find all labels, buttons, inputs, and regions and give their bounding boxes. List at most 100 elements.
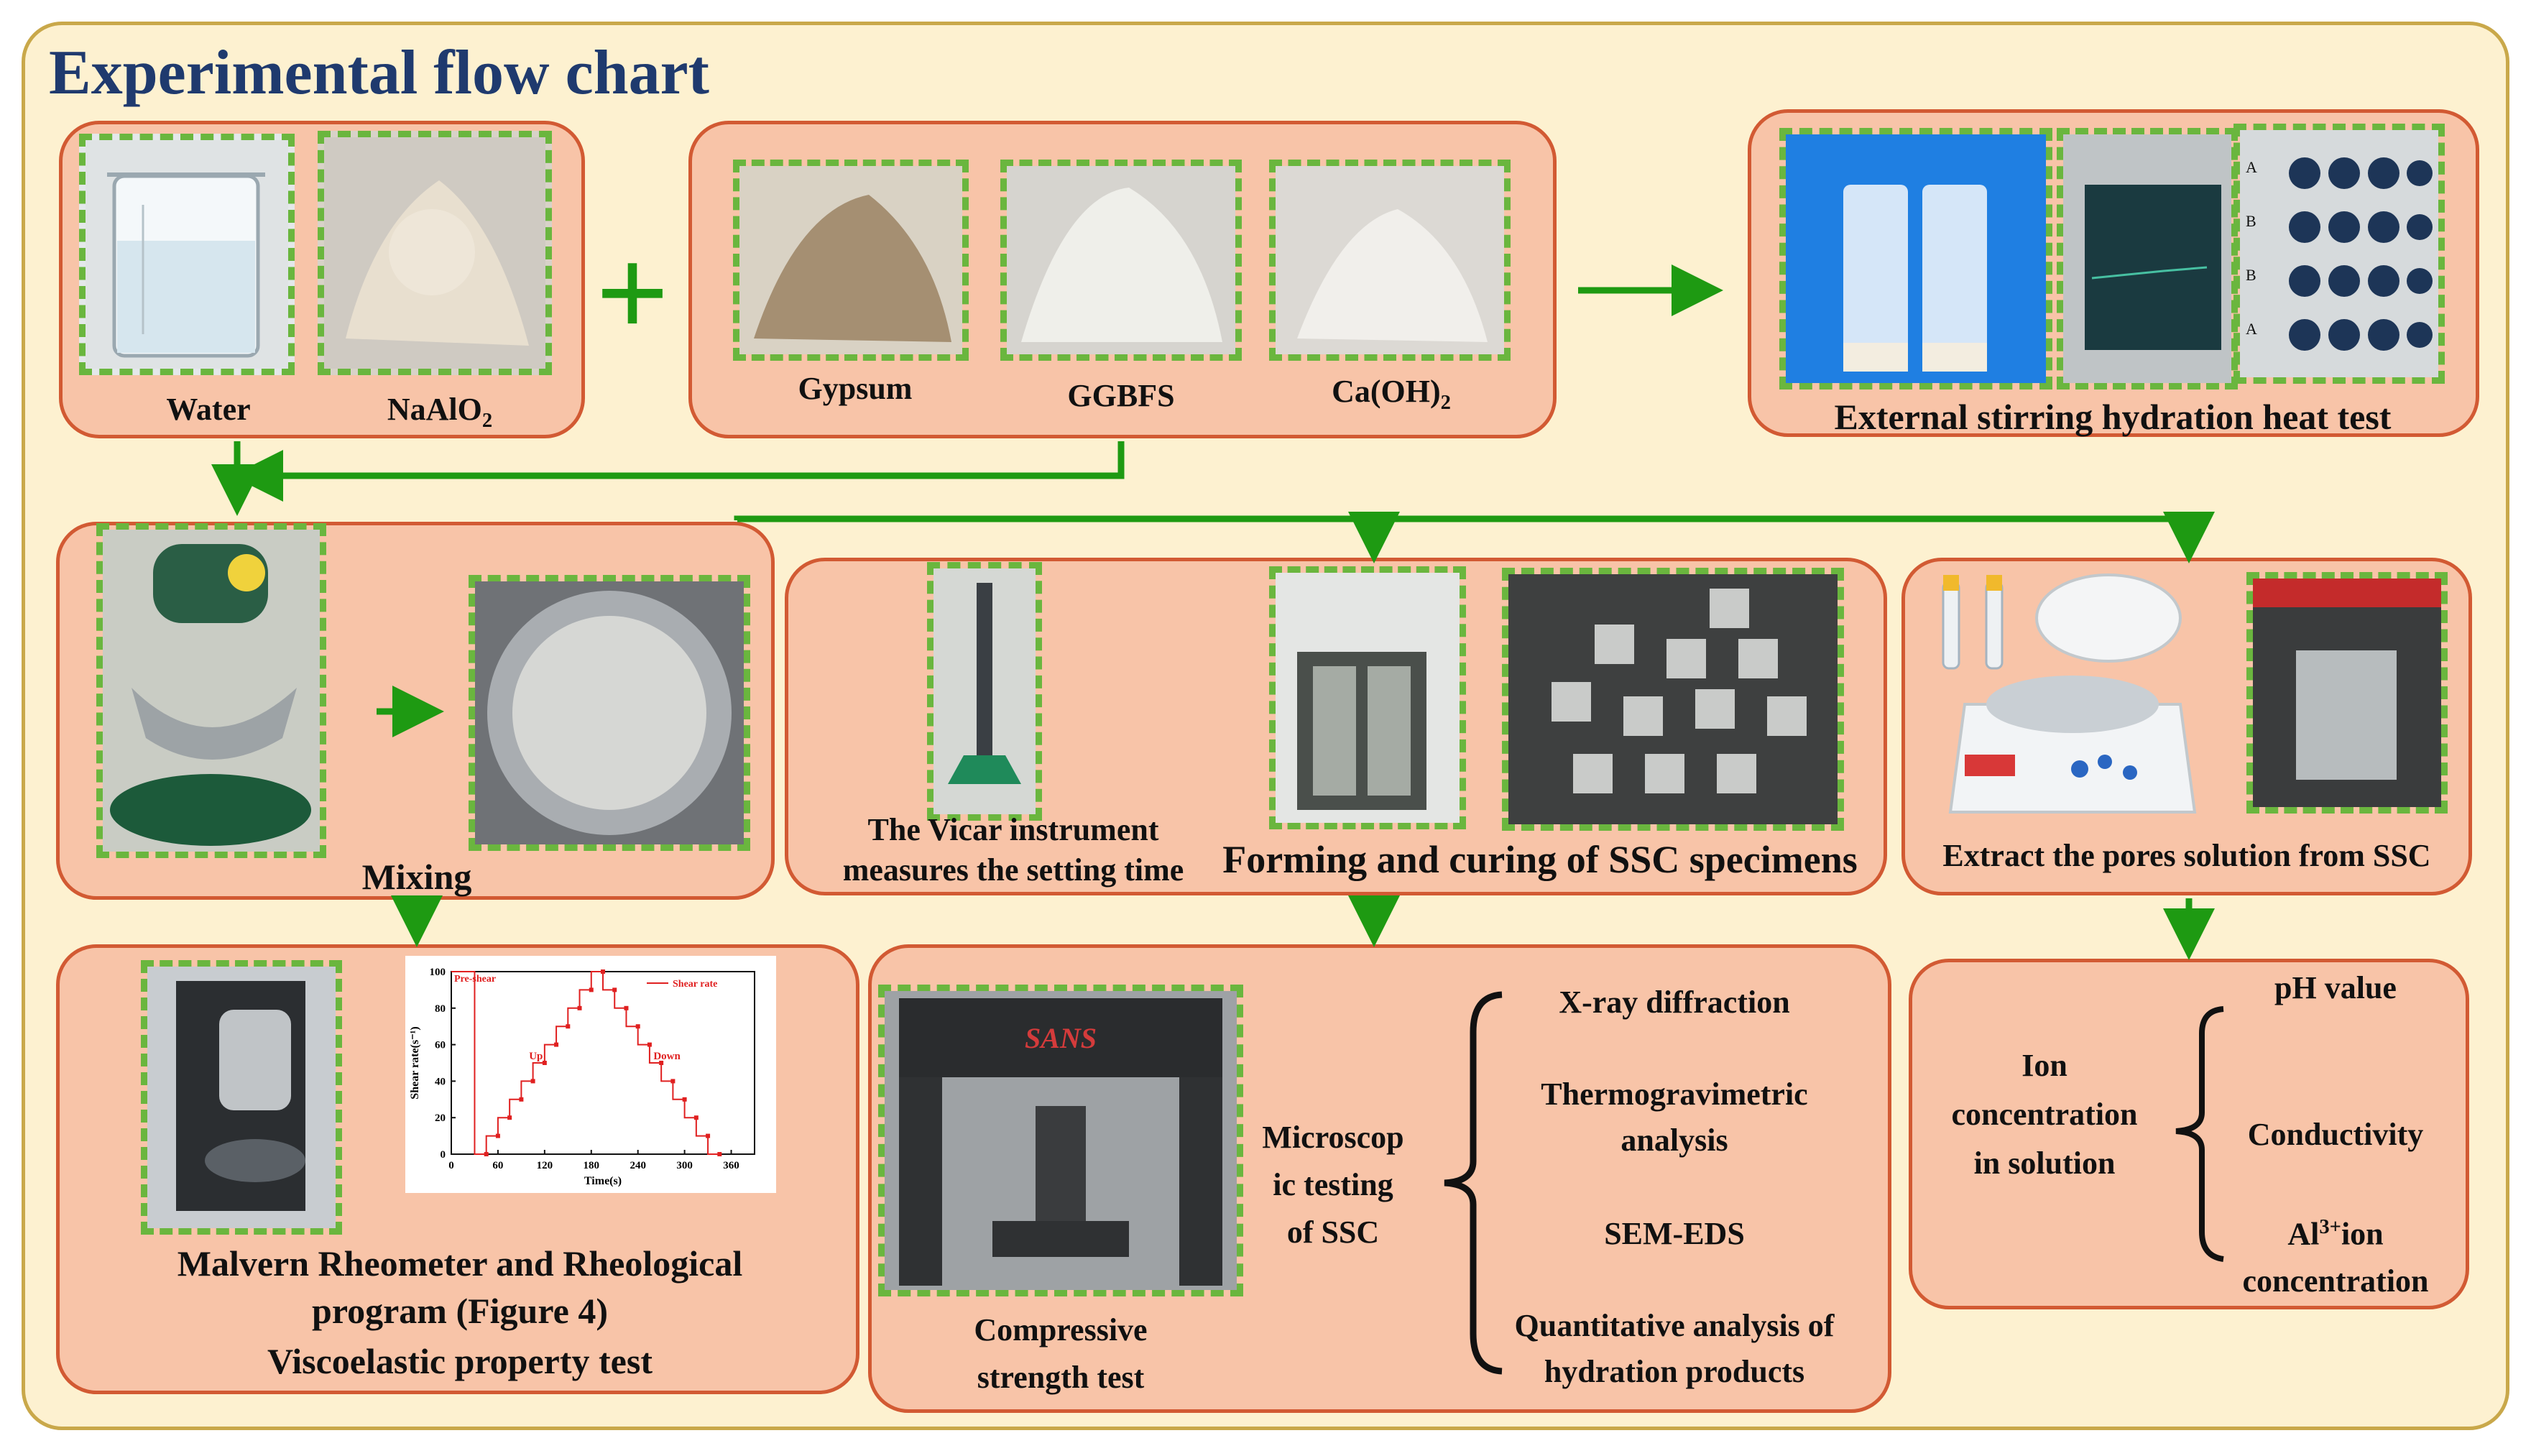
series-point <box>577 1005 582 1010</box>
x-tick-label: 180 <box>584 1160 600 1171</box>
ion-label-line1: Ion <box>2021 1048 2067 1083</box>
annotation-pre-shear: Pre-shear <box>454 974 496 985</box>
series-point <box>717 1152 722 1156</box>
x-tick-label: 0 <box>448 1160 454 1171</box>
series-point <box>507 1115 512 1120</box>
chart-plot-area <box>451 971 755 1155</box>
series-point <box>670 1079 676 1084</box>
x-tick-label: 300 <box>676 1160 693 1171</box>
series-point <box>693 1115 699 1120</box>
series-point <box>624 1005 629 1010</box>
method-sem-eds: SEM-EDS <box>1604 1216 1745 1251</box>
series-point <box>566 1024 571 1029</box>
y-tick-label: 60 <box>435 1040 446 1051</box>
plate-row-label: B <box>2246 266 2256 284</box>
caoh2-powder-image <box>1269 160 1511 361</box>
series-point <box>682 1097 687 1102</box>
compression-machine-image: SANS <box>878 985 1243 1296</box>
page-title: Experimental flow chart <box>49 38 709 108</box>
method-tga-line2: analysis <box>1621 1123 1728 1158</box>
series-point <box>484 1152 489 1156</box>
series-point <box>635 1024 640 1029</box>
rheology-label-line2: program (Figure 4) <box>312 1291 608 1331</box>
al-ion-label-line2: concentration <box>2242 1263 2429 1299</box>
vicar-label-line1: The Vicar instrument <box>867 812 1159 847</box>
compressive-label-line2: strength test <box>977 1360 1145 1395</box>
series-point <box>706 1133 711 1138</box>
annotation-up: Up <box>529 1051 543 1062</box>
series-point <box>530 1079 535 1084</box>
cured-specimens-image <box>1502 568 1844 831</box>
microscopic-label-line3: of SSC <box>1286 1215 1380 1250</box>
hydration-heat-label: External stirring hydration heat test <box>1834 397 2392 437</box>
x-tick-label: 360 <box>723 1160 739 1171</box>
series-point <box>612 987 617 992</box>
x-tick-label: 60 <box>492 1160 503 1171</box>
rheology-label-line3: Viscoelastic property test <box>267 1341 653 1381</box>
method-tga-line1: Thermogravimetric <box>1541 1077 1808 1112</box>
ggbfs-powder-image <box>1000 160 1242 361</box>
x-tick-label: 240 <box>630 1160 646 1171</box>
naalo2-powder-image <box>318 131 552 375</box>
ggbfs-label: GGBFS <box>1067 378 1175 413</box>
series-point <box>495 1133 500 1138</box>
mixer-image <box>96 523 326 858</box>
plate-row-label: A <box>2246 320 2257 338</box>
al-ion-label-line1: Al3+ion <box>2287 1216 2384 1252</box>
x-tick-label: 120 <box>537 1160 553 1171</box>
ion-label-line2: concentration <box>1951 1097 2138 1132</box>
series-point <box>647 1042 652 1047</box>
y-tick-label: 20 <box>435 1112 446 1124</box>
y-axis-label: Shear rate(s⁻¹) <box>409 1026 421 1099</box>
rheology-label-line1: Malvern Rheometer and Rheological <box>177 1243 743 1284</box>
sample-plate-image: A B B A <box>2233 124 2445 384</box>
forming-label: Forming and curing of SSC specimens <box>1222 838 1858 881</box>
series-point <box>519 1097 524 1102</box>
gypsum-powder-image <box>733 160 969 361</box>
y-tick-label: 80 <box>435 1003 446 1015</box>
glass-vials-image <box>1779 128 2052 390</box>
mixed-paste-image <box>469 575 750 851</box>
centrifuge-image <box>1936 568 2213 826</box>
vicar-label-line2: measures the setting time <box>842 852 1184 888</box>
water-beaker-image <box>79 134 295 375</box>
y-tick-label: 0 <box>441 1149 446 1161</box>
plate-row-label: A <box>2246 158 2257 176</box>
arrow-mixing-branch <box>734 515 2192 522</box>
arrow-powders-merge <box>231 441 1125 502</box>
machine-brand: SANS <box>1024 1022 1097 1054</box>
microscopic-label-line1: Microscop <box>1262 1120 1404 1155</box>
ion-label-line3: in solution <box>1973 1146 2116 1181</box>
y-tick-label: 40 <box>435 1076 446 1087</box>
y-tick-label: 100 <box>430 967 446 978</box>
hydration-monitor-image <box>2057 128 2238 390</box>
series-line-shear-rate <box>451 971 720 1155</box>
series-point <box>601 969 605 974</box>
x-axis-label: Time(s) <box>584 1175 622 1187</box>
vicar-instrument-image <box>927 562 1042 821</box>
mixing-label: Mixing <box>361 857 472 897</box>
microscopic-label-line2: ic testing <box>1273 1167 1393 1202</box>
microscopic-brace <box>1444 991 1503 1375</box>
method-quant-line1: Quantitative analysis of <box>1514 1308 1835 1343</box>
ph-value-label: pH value <box>2274 970 2397 1005</box>
pore-press-image <box>2246 572 2448 814</box>
naalo2-label: NaAlO2 <box>387 392 493 432</box>
series-point <box>589 987 594 992</box>
method-xrd: X-ray diffraction <box>1559 985 1790 1020</box>
series-point <box>659 1061 664 1065</box>
plate-row-label: B <box>2246 212 2256 230</box>
caoh2-label: Ca(OH)2 <box>1332 374 1451 414</box>
specimen-mold-image <box>1269 566 1466 829</box>
series-point <box>542 1061 547 1065</box>
gypsum-label: Gypsum <box>798 371 913 406</box>
series-point <box>554 1042 559 1047</box>
compressive-label-line1: Compressive <box>974 1312 1148 1347</box>
plus-sign: + <box>595 221 670 364</box>
pore-solution-label: Extract the pores solution from SSC <box>1942 838 2431 873</box>
method-quant-line2: hydration products <box>1544 1354 1805 1389</box>
legend-label: Shear rate <box>673 979 717 990</box>
ion-brace <box>2175 1006 2224 1262</box>
